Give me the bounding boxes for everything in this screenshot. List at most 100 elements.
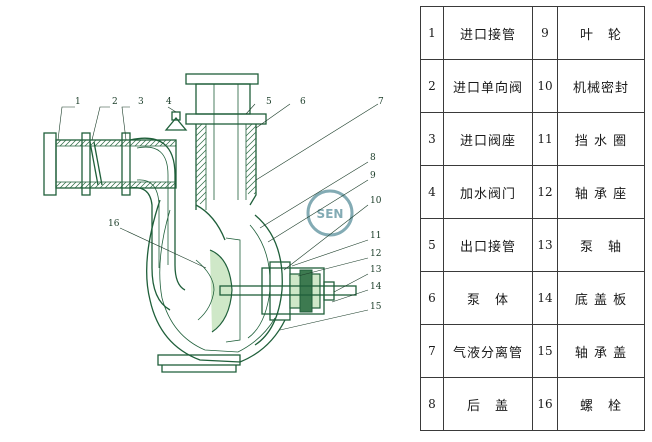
callout-12: 12 [370, 249, 381, 259]
callout-14: 14 [370, 282, 382, 292]
hatch-line [247, 185, 257, 195]
hatch-line [154, 181, 162, 189]
part-number: 12 [532, 165, 558, 219]
hatch-line [129, 181, 137, 189]
hatch-line [245, 149, 257, 161]
hatch-line [79, 181, 87, 189]
hatch-line [79, 139, 87, 147]
part-number: 7 [420, 324, 444, 378]
leader-lines [57, 103, 379, 331]
hatch-line [245, 143, 257, 155]
hatch-line [99, 139, 107, 147]
callout-16: 16 [108, 219, 120, 229]
hatch-line [245, 167, 257, 179]
hatch-line [69, 181, 77, 189]
hatch-line [119, 181, 127, 189]
hatch-line [134, 139, 142, 147]
part-number: 4 [420, 165, 444, 219]
hatch-line [109, 139, 117, 147]
hatch-line [69, 139, 77, 147]
part-name: 叶 轮 [557, 6, 645, 60]
hatch-line [99, 181, 107, 189]
hatch-line [245, 123, 253, 131]
hatch-line [139, 139, 147, 147]
part-number: 8 [420, 377, 444, 431]
hatch-line [119, 139, 127, 147]
hatch-line [129, 139, 137, 147]
company-logo: SEN [306, 189, 354, 237]
callout-10: 10 [370, 196, 382, 206]
part-number: 9 [532, 6, 558, 60]
callout-5: 5 [266, 97, 272, 107]
part-name: 出口接管 [443, 218, 533, 272]
callout-9: 9 [370, 171, 376, 181]
hatch-line [195, 179, 207, 191]
hatch-line [245, 155, 257, 167]
part-number: 14 [532, 271, 558, 325]
hatch-line [169, 139, 177, 147]
part-name: 底 盖 板 [557, 271, 645, 325]
hatch-line [195, 167, 207, 179]
hatch-line [253, 191, 257, 195]
hatch-line [195, 149, 207, 161]
callout-6: 6 [300, 97, 306, 107]
hatch-line [55, 139, 62, 146]
hatch-line [195, 173, 207, 185]
hatch-line [139, 181, 147, 189]
part-name: 轴 承 座 [557, 165, 645, 219]
hatch-line [144, 139, 152, 147]
part-name: 泵 轴 [557, 218, 645, 272]
hatch-line [245, 137, 257, 149]
part-name: 挡 水 圈 [557, 112, 645, 166]
part-number: 11 [532, 112, 558, 166]
hatch-line [245, 125, 257, 137]
inlet-pipe [43, 132, 177, 196]
hatch-line [195, 161, 207, 173]
hatch-line [195, 185, 207, 197]
hatch-line [195, 143, 207, 155]
hatch-line [245, 173, 257, 185]
part-number: 10 [532, 59, 558, 113]
hatch-line [64, 181, 72, 189]
impeller-assembly [195, 214, 283, 346]
hatch-line [195, 191, 207, 203]
hatch-line [174, 144, 177, 147]
hatch-line [114, 181, 122, 189]
part-number: 16 [532, 377, 558, 431]
hatch-line [104, 139, 112, 147]
part-name: 轴 承 盖 [557, 324, 645, 378]
part-name: 泵 体 [443, 271, 533, 325]
hatch-line [59, 139, 67, 147]
part-name: 进口单向阀 [443, 59, 533, 113]
hatch-line [59, 181, 67, 189]
hatch-line [55, 181, 62, 188]
callout-3: 3 [138, 97, 144, 107]
callout-2: 2 [112, 97, 118, 107]
hatch-line [64, 139, 72, 147]
part-number: 15 [532, 324, 558, 378]
part-number: 6 [420, 271, 444, 325]
pump-body [146, 199, 286, 373]
outlet-pipe [185, 73, 267, 210]
hatch-line [74, 181, 82, 189]
part-number: 13 [532, 218, 558, 272]
hatch-line [195, 155, 207, 167]
hatch-line [245, 131, 257, 143]
hatch-line [89, 181, 97, 189]
inlet-elbow [129, 137, 186, 311]
callout-8: 8 [370, 153, 376, 163]
part-number: 2 [420, 59, 444, 113]
part-name: 进口阀座 [443, 112, 533, 166]
hatch-line [195, 123, 203, 131]
hatch-line [149, 139, 157, 147]
hatch-line [104, 181, 112, 189]
filling-valve [164, 111, 188, 131]
callout-15: 15 [370, 302, 382, 312]
